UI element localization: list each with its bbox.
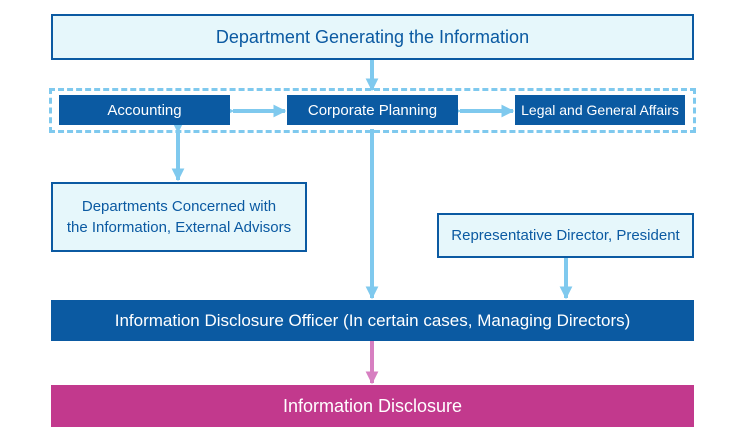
disclosure-officer-box: Information Disclosure Officer (In certa…	[51, 300, 694, 341]
legal-general-affairs-label: Legal and General Affairs	[521, 102, 679, 118]
departments-concerned-line1: Departments Concerned with	[81, 198, 277, 215]
representative-director-box: Representative Director, President	[437, 213, 694, 258]
corporate-planning-label: Corporate Planning	[307, 101, 438, 119]
information-disclosure-label: Information Disclosure	[282, 395, 463, 416]
accounting-label: Accounting	[107, 101, 182, 119]
information-disclosure-box: Information Disclosure	[51, 385, 694, 427]
accounting-box: Accounting	[59, 95, 230, 125]
department-generating-box: Department Generating the Information	[51, 14, 694, 60]
departments-concerned-box: Departments Concerned with the Informati…	[51, 182, 307, 252]
departments-concerned-line2: the Information, External Advisors	[66, 219, 292, 236]
department-generating-label: Department Generating the Information	[215, 26, 530, 47]
disclosure-officer-label: Information Disclosure Officer (In certa…	[114, 310, 631, 330]
corporate-planning-box: Corporate Planning	[287, 95, 458, 125]
department-group	[49, 88, 696, 133]
legal-general-affairs-box: Legal and General Affairs	[515, 95, 685, 125]
representative-director-label: Representative Director, President	[451, 227, 680, 244]
